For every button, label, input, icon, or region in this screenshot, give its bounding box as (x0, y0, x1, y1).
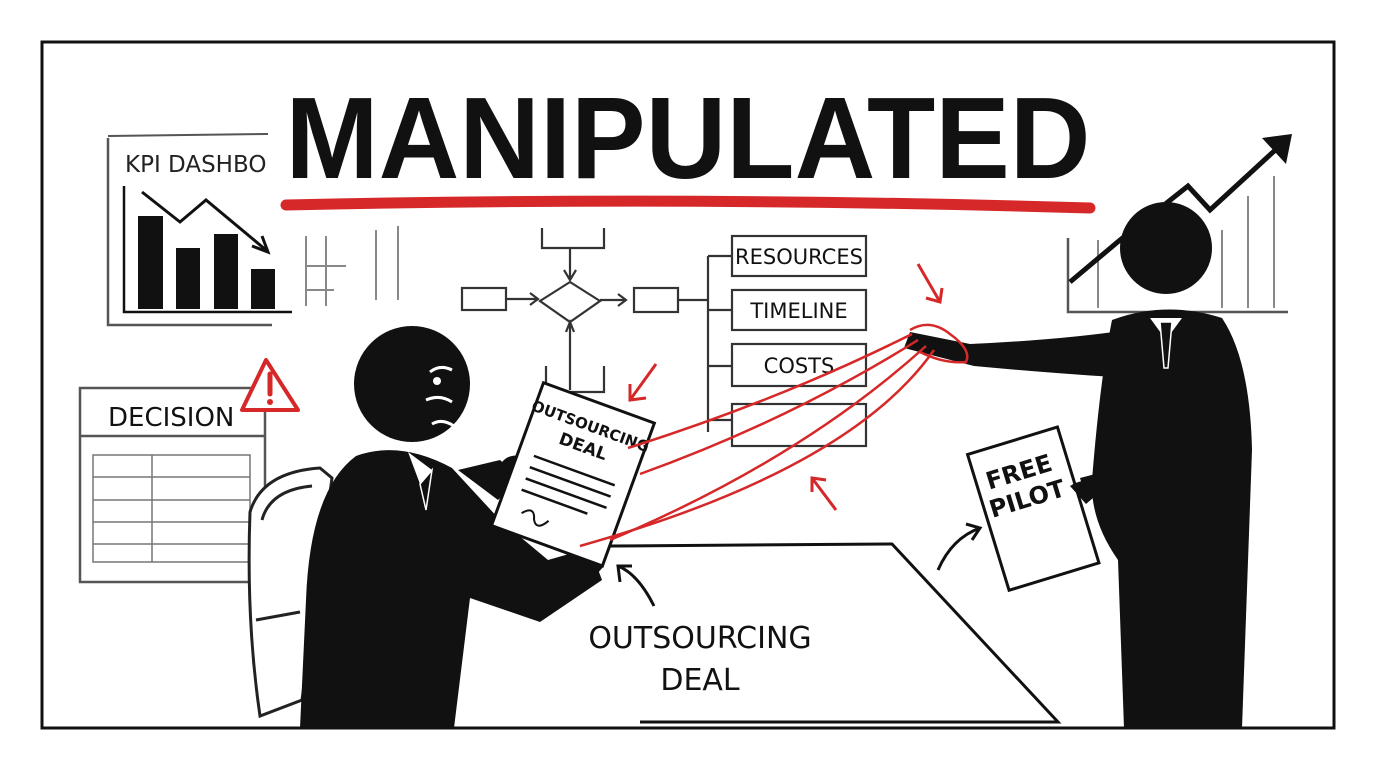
warning-icon (240, 358, 300, 412)
free-pilot-document: FREE PILOT (965, 425, 1101, 593)
decision-panel: DECISION (78, 358, 300, 584)
plan-box-label: TIMELINE (749, 299, 847, 323)
kpi-bar (251, 269, 275, 309)
outer-frame (40, 40, 1336, 730)
kpi-dashboard-panel: KPI DASHBO (106, 133, 399, 327)
plan-box-label: RESOURCES (735, 245, 863, 269)
meeting-table (609, 542, 1062, 724)
headline: MANIPULATED (286, 73, 1091, 203)
plan-box-label: COSTS (764, 354, 835, 378)
kpi-bar (176, 248, 200, 309)
falling-arrow-icon (141, 190, 267, 252)
headline-underline (280, 195, 1096, 214)
kpi-bar (214, 234, 238, 309)
flowchart (460, 228, 734, 432)
caption-line-2: DEAL (660, 663, 740, 698)
rising-chart (1066, 134, 1292, 314)
manipulation-strings (579, 323, 969, 548)
black-arrows (616, 522, 983, 607)
caption-line-1: OUTSOURCING (588, 621, 811, 656)
standing-head (1120, 202, 1212, 294)
decision-label: DECISION (108, 403, 234, 433)
office-chair (247, 466, 334, 719)
seated-man (300, 326, 604, 728)
rising-arrow-icon (1068, 140, 1286, 284)
kpi-bar (138, 216, 163, 309)
standing-man (904, 202, 1252, 728)
plan-boxes: RESOURCES TIMELINE COSTS (730, 234, 868, 448)
seated-head (354, 326, 470, 442)
flowchart-diamond (538, 280, 602, 324)
red-arrows (628, 263, 944, 511)
kpi-dashboard-label: KPI DASHBO (125, 152, 266, 178)
